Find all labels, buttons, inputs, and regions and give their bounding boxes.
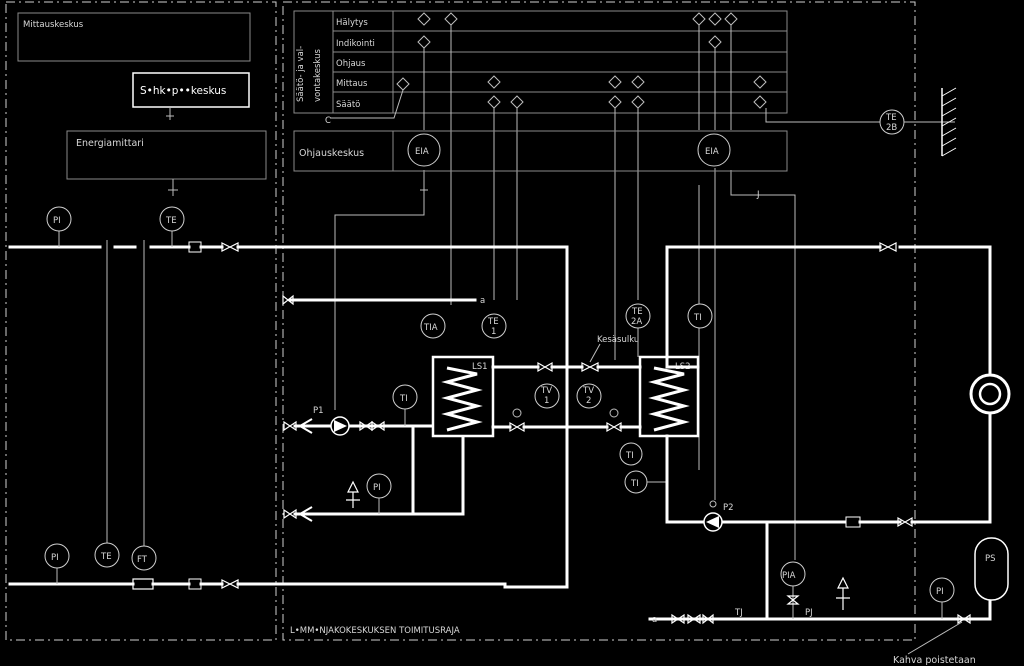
mittauskeskus-label: Mittauskeskus	[23, 20, 84, 30]
pi-mid-label: PI	[373, 483, 381, 493]
pressure-vessel-ps	[974, 537, 1009, 601]
pi-bottom-label: PI	[51, 553, 59, 563]
strainer-bottom	[188, 578, 202, 590]
row-saato: Säätö	[336, 100, 360, 110]
signal-lines	[106, 25, 880, 560]
p1-label: P1	[313, 406, 324, 416]
kahva-label: Kahva poistetaan	[893, 655, 976, 666]
valve-fill-1[interactable]	[671, 613, 685, 625]
kesasulku-valve[interactable]	[581, 362, 599, 372]
valve-ls1-top[interactable]	[537, 361, 553, 373]
te2b-label-a: TE	[885, 113, 897, 123]
exchanger-connection-pipes	[491, 365, 642, 429]
valve-return-left[interactable]	[283, 508, 297, 520]
valve-bottom-left[interactable]	[221, 579, 239, 589]
ps-label: PS	[985, 554, 996, 564]
tv1-label-b: 1	[544, 396, 549, 406]
te2a-label-a: TE	[631, 307, 643, 317]
sahkopaakeskus-panel	[132, 72, 250, 108]
te2b-label-b: 2B	[886, 123, 897, 133]
eia-left-label: EIA	[415, 147, 429, 157]
radiator-consumer	[969, 373, 1011, 415]
saato-label-2: vontakeskus	[313, 49, 323, 102]
te1-label-a: TE	[487, 317, 499, 327]
c-mark: C	[325, 116, 331, 126]
te-top-instrument	[159, 206, 185, 232]
tv1-valve[interactable]	[509, 421, 525, 433]
ti-left-label: TI	[399, 394, 408, 404]
tv1-label-a: TV	[540, 386, 552, 396]
pj-label: PJ	[805, 608, 813, 618]
primary-supply-pipe	[8, 245, 569, 589]
pi-top-instrument	[46, 206, 72, 232]
pi-lower-right-label: PI	[936, 587, 944, 597]
eia-right-label: EIA	[705, 147, 719, 157]
te-top-label: TE	[165, 216, 177, 226]
te1-instrument	[481, 313, 507, 339]
te2a-label-b: 2A	[631, 317, 642, 327]
ti-mid-a-label: TI	[625, 451, 634, 461]
ls1-label: LS1	[472, 362, 488, 372]
p2-label: P2	[723, 503, 734, 513]
signal-diamonds	[396, 12, 767, 109]
tia-label: TIA	[423, 323, 438, 333]
ti-right-top-label: TI	[693, 313, 702, 323]
valve-fill-2[interactable]	[687, 613, 701, 625]
tv1-actuator	[534, 383, 560, 409]
valve-p1-left[interactable]	[283, 420, 297, 432]
saato-label-1: Säätö- ja val-	[296, 46, 306, 102]
eia-left-instrument	[407, 133, 441, 167]
valve-expansion[interactable]	[957, 613, 971, 625]
tv2-valve[interactable]	[606, 421, 622, 433]
sahkopaakeskus-label: S•hk•p••keskus	[140, 85, 226, 97]
row-halytys: Hälytys	[336, 18, 368, 28]
safety-valve-left	[346, 480, 360, 508]
tv2-label-b: 2	[586, 396, 591, 406]
kesasulku-label: Kesäsulku	[597, 335, 639, 345]
ti-right-top-instrument	[687, 303, 713, 329]
tv2-label-a: TV	[582, 386, 594, 396]
boundary-label: L•MM•NJAKOKESKUKSEN TOIMITUSRAJA	[290, 626, 460, 636]
left-boundary-frame	[5, 1, 277, 641]
strainer-right	[845, 516, 861, 528]
secondary-circuit-pipes	[665, 245, 992, 524]
ti-mid-a-instrument	[619, 442, 643, 466]
valve-right-bottom[interactable]	[897, 516, 913, 528]
j-mark: J	[756, 190, 760, 200]
pi-top-label: PI	[53, 216, 61, 226]
delivery-boundary-frame	[282, 1, 916, 641]
te-bottom-label: TE	[100, 552, 112, 562]
ft-label: FT	[137, 555, 148, 565]
energiamittari-label: Energiamittari	[76, 138, 144, 149]
row-ohjaus: Ohjaus	[336, 59, 366, 69]
valve-right-top[interactable]	[879, 242, 897, 252]
ft-instrument	[131, 545, 157, 571]
outdoor-wall	[941, 87, 957, 157]
fill-a-mark: a	[652, 615, 657, 625]
tv2-actuator	[576, 383, 602, 409]
te-bottom-instrument	[94, 542, 120, 568]
mittauskeskus-panel	[17, 12, 251, 62]
te1-label-b: 1	[491, 327, 496, 337]
eia-right-instrument	[697, 133, 731, 167]
pia-label: PIA	[782, 571, 796, 581]
tia-instrument	[420, 313, 446, 339]
strainer-top	[188, 241, 202, 253]
flow-sensor	[132, 578, 154, 590]
ohjauskeskus-label: Ohjauskeskus	[299, 148, 364, 159]
valve-top-left[interactable]	[221, 242, 239, 252]
tj-label: TJ	[734, 608, 743, 618]
ti-mid-b-label: TI	[630, 479, 639, 489]
expansion-pipes	[648, 520, 992, 621]
a-mark: a	[480, 296, 485, 306]
row-mittaus: Mittaus	[336, 79, 368, 89]
row-indikointi: Indikointi	[336, 39, 375, 49]
safety-valve-right	[836, 576, 850, 610]
ohjauskeskus-panel	[293, 130, 788, 172]
saato-ja-valvontakeskus-table	[293, 10, 788, 114]
energiamittari-panel	[66, 130, 267, 180]
